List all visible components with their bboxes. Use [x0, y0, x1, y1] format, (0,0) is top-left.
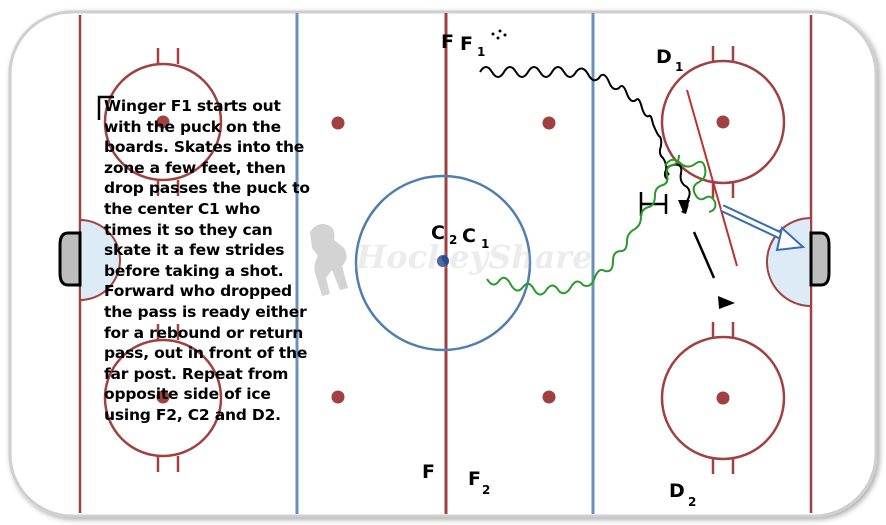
- hockeyshare-watermark: HockeyShare: [310, 224, 593, 296]
- label-d2-sub: 2: [688, 495, 696, 509]
- label-f2-sub: 2: [482, 483, 490, 497]
- label-c2: C: [431, 222, 445, 244]
- right-bottom-faceoff-circle: [660, 322, 786, 474]
- center-faceoff-dot: [437, 255, 449, 267]
- puck-dots: [491, 29, 507, 40]
- center-faceoff-circle: [354, 174, 532, 352]
- drill-description: Winger F1 starts out with the puck on th…: [104, 97, 310, 424]
- right-goal-net: [809, 231, 831, 287]
- text-corner-bracket: [97, 95, 114, 120]
- shot-arrow: [720, 204, 806, 252]
- shot-path-arrowhead: [718, 296, 735, 309]
- left-bottom-faceoff-circle: [103, 324, 223, 472]
- f1-skate-path: [479, 66, 669, 181]
- label-c2-sub: 2: [449, 233, 457, 247]
- d1-skate-line: [686, 89, 738, 267]
- label-f2: F: [468, 468, 481, 490]
- label-c1: C: [462, 225, 476, 247]
- label-f1-sub: 1: [477, 45, 485, 59]
- neutral-dot-bottom-left: [331, 390, 345, 404]
- right-top-faceoff-circle: [660, 46, 786, 198]
- watermark-text: HockeyShare: [355, 238, 593, 276]
- label-f1: F: [460, 33, 473, 55]
- f1-arrow-tip: [678, 200, 690, 214]
- left-top-faceoff-dot: [156, 115, 170, 129]
- c1-puck-path: [486, 154, 680, 296]
- player-silhouette-icon: [310, 224, 348, 296]
- label-d1-sub: 1: [675, 60, 683, 74]
- left-goal-net: [58, 231, 82, 287]
- label-f-top: F: [441, 31, 454, 53]
- label-c1-sub: 1: [481, 237, 489, 251]
- d1-puck-loop: [664, 158, 717, 213]
- right-crease: [766, 216, 812, 308]
- label-d2: D: [669, 480, 685, 502]
- left-crease: [79, 218, 121, 302]
- neutral-dot-top-right: [542, 116, 556, 130]
- left-bottom-faceoff-dot: [156, 390, 170, 404]
- shot-path-line: [692, 231, 716, 279]
- right-bottom-faceoff-dot: [716, 391, 730, 405]
- label-d1: D: [656, 46, 672, 68]
- left-top-faceoff-circle: [103, 48, 223, 196]
- label-f-bottom: F: [422, 461, 435, 483]
- neutral-dot-bottom-right: [542, 390, 556, 404]
- right-top-faceoff-dot: [716, 115, 730, 129]
- neutral-dot-top-left: [331, 116, 345, 130]
